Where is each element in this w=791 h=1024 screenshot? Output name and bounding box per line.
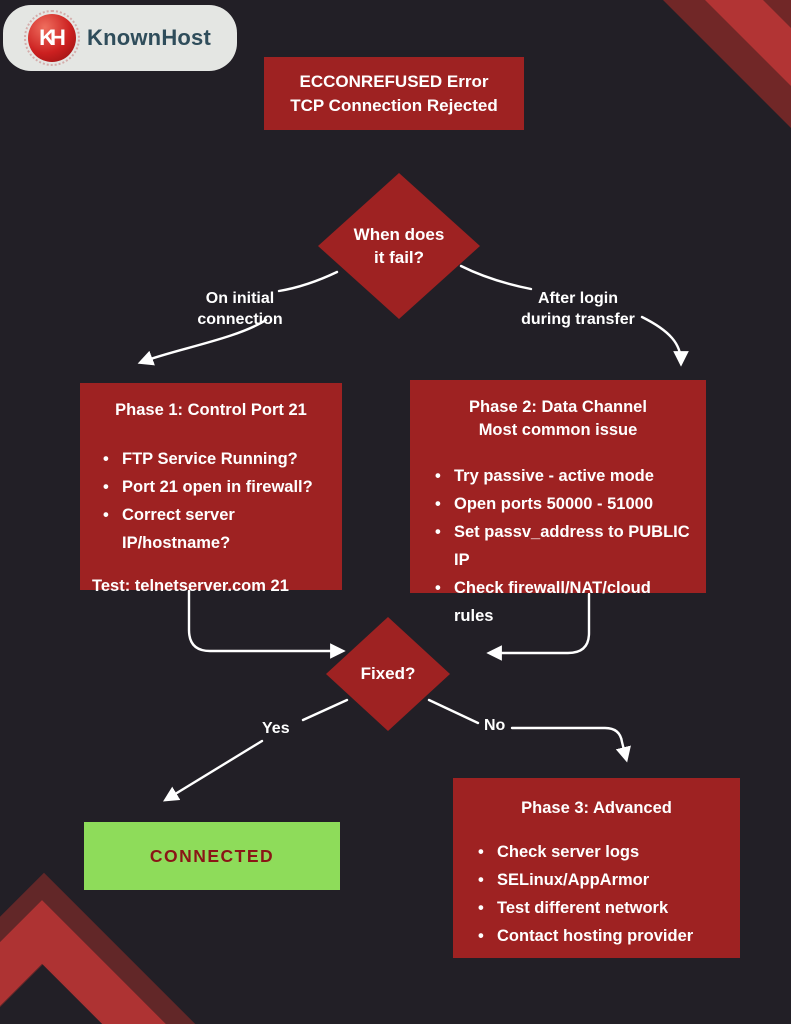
phase2-title-line-1: Phase 2: Data Channel bbox=[469, 398, 647, 416]
knownhost-logo-icon: KH bbox=[24, 10, 80, 66]
phase3-bullet-list: Check server logs SELinux/AppArmor Test … bbox=[467, 838, 726, 950]
edge-yes-to-connected bbox=[163, 739, 264, 802]
edge-phase2-to-decision2 bbox=[486, 592, 591, 661]
edge-no-to-phase3 bbox=[510, 726, 631, 763]
title-box: ECCONREFUSED Error TCP Connection Reject… bbox=[264, 57, 524, 130]
phase1-test-note: Test: telnetserver.com 21 bbox=[92, 577, 289, 595]
phase3-title: Phase 3: Advanced bbox=[521, 799, 672, 817]
edge-phase1-to-decision2 bbox=[187, 589, 346, 659]
edge-label-yes: Yes bbox=[262, 720, 290, 737]
edge-right-label-to-phase2 bbox=[640, 315, 689, 367]
branch-left-line-1: On initial bbox=[205, 290, 275, 307]
bullet-item: Set passv_address to PUBLIC IP bbox=[424, 518, 692, 574]
edge-decision2-to-yes-label bbox=[301, 698, 349, 722]
bottom-left-bright-chevron bbox=[0, 900, 166, 1024]
edge-decision1-to-right-label bbox=[459, 264, 533, 291]
bullet-item: SELinux/AppArmor bbox=[467, 866, 726, 894]
phase2-title: Phase 2: Data Channel Most common issue bbox=[424, 396, 692, 442]
phase3-box: Phase 3: Advanced Check server logs SELi… bbox=[453, 778, 740, 958]
title-line-2: TCP Connection Rejected bbox=[290, 95, 498, 115]
edge-decision1-to-left-label bbox=[277, 270, 339, 293]
phase1-title: Phase 1: Control Port 21 bbox=[115, 401, 307, 419]
bullet-item: Check server logs bbox=[467, 838, 726, 866]
title-line-1: ECCONREFUSED Error bbox=[299, 71, 489, 91]
bullet-item: Test different network bbox=[467, 894, 726, 922]
phase2-bullet-list: Try passive - active mode Open ports 500… bbox=[424, 462, 692, 630]
connected-box: CONNECTED bbox=[84, 822, 340, 890]
bullet-item: FTP Service Running? bbox=[92, 445, 330, 473]
phase1-box: Phase 1: Control Port 21 FTP Service Run… bbox=[80, 383, 342, 595]
decision1-line-1: When does bbox=[353, 225, 445, 244]
branch-label-after-login: After login during transfer bbox=[500, 288, 656, 330]
edge-label-no: No bbox=[484, 717, 506, 734]
bullet-item: Try passive - active mode bbox=[424, 462, 692, 490]
branch-right-line-1: After login bbox=[538, 290, 618, 307]
branch-right-line-2: during transfer bbox=[521, 311, 635, 328]
phase2-title-line-2: Most common issue bbox=[478, 421, 638, 439]
bullet-item: Check firewall/NAT/cloud rules bbox=[424, 574, 692, 630]
bullet-item: Port 21 open in firewall? bbox=[92, 473, 330, 501]
branch-label-initial-connection: On initial connection bbox=[172, 288, 308, 330]
decision1-line-2: it fail? bbox=[373, 248, 425, 267]
brand-logo-pill: KH KnownHost bbox=[3, 5, 237, 71]
logo-mark-letters: KH bbox=[39, 25, 66, 50]
edge-decision2-to-no-label bbox=[427, 698, 480, 725]
decision2-label: Fixed? bbox=[360, 664, 416, 683]
bullet-item: Correct server IP/hostname? bbox=[92, 501, 330, 557]
bullet-item: Open ports 50000 - 51000 bbox=[424, 490, 692, 518]
edge-left-label-to-phase1 bbox=[137, 318, 268, 366]
phase1-bullet-list: FTP Service Running? Port 21 open in fir… bbox=[92, 445, 330, 557]
bullet-item: Contact hosting provider bbox=[467, 922, 726, 950]
phase2-box: Phase 2: Data Channel Most common issue … bbox=[410, 380, 706, 625]
brand-name: KnownHost bbox=[87, 25, 212, 50]
branch-left-line-2: connection bbox=[197, 311, 283, 328]
